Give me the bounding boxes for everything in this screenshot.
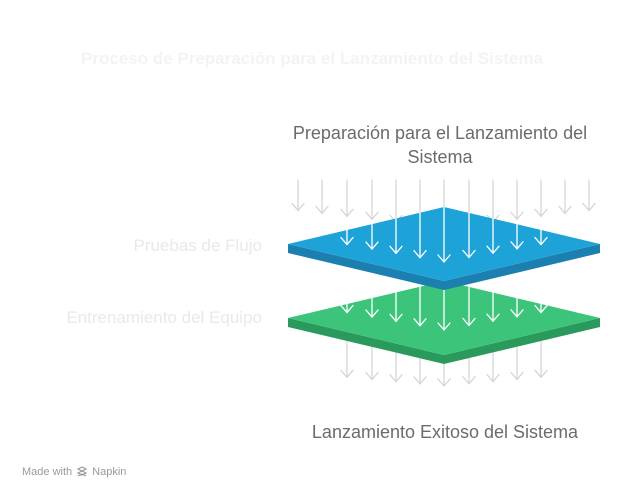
down-arrow-icon <box>510 223 524 250</box>
down-arrow-icon <box>340 229 354 246</box>
watermark-prefix: Made with <box>22 466 73 478</box>
down-arrow-icon <box>413 212 427 259</box>
layer-label-entrenamiento: Entrenamiento del Equipo <box>66 308 262 327</box>
down-arrow-icon <box>486 269 500 322</box>
layer-side-right <box>444 318 600 364</box>
down-arrow-icon <box>582 179 596 212</box>
down-arrow-icon <box>365 269 379 318</box>
layer-side-left <box>288 244 444 290</box>
arrows-background <box>291 179 596 387</box>
down-arrow-icon <box>340 339 354 378</box>
layer-label-pruebas: Pruebas de Flujo <box>133 236 262 255</box>
down-arrow-icon <box>365 223 379 250</box>
down-arrow-icon <box>558 179 572 215</box>
down-arrow-icon <box>462 212 476 259</box>
napkin-logo-icon <box>76 466 88 477</box>
down-arrow-icon <box>389 179 403 223</box>
napkin-watermark: Made with Napkin <box>22 466 126 478</box>
arrows-foreground <box>340 206 548 263</box>
down-arrow-icon <box>558 269 572 309</box>
down-arrow-icon <box>315 179 329 215</box>
down-arrow-icon <box>315 269 329 309</box>
bottom-label: Lanzamiento Exitoso del Sistema <box>311 422 579 442</box>
down-arrow-icon <box>340 269 354 314</box>
down-arrow-icon <box>486 179 500 223</box>
layer-side-right <box>444 244 600 290</box>
down-arrow-icon <box>291 179 305 212</box>
layer-side-left <box>288 318 444 364</box>
top-label: Preparación para el Lanzamiento del Sist… <box>292 123 588 167</box>
down-arrow-icon <box>340 179 354 218</box>
down-arrow-icon <box>486 218 500 254</box>
down-arrow-icon <box>534 179 548 218</box>
watermark-brand: Napkin <box>92 466 127 478</box>
down-arrow-icon <box>534 229 548 246</box>
down-arrow-icon <box>437 206 451 263</box>
down-arrow-icon <box>534 339 548 378</box>
down-arrow-icon <box>534 269 548 314</box>
down-arrow-icon <box>365 179 379 221</box>
down-arrow-icon <box>389 217 403 255</box>
diagram-title: Proceso de Preparación para el Lanzamien… <box>80 49 543 68</box>
down-arrow-icon <box>510 269 524 318</box>
down-arrow-icon <box>510 179 524 220</box>
